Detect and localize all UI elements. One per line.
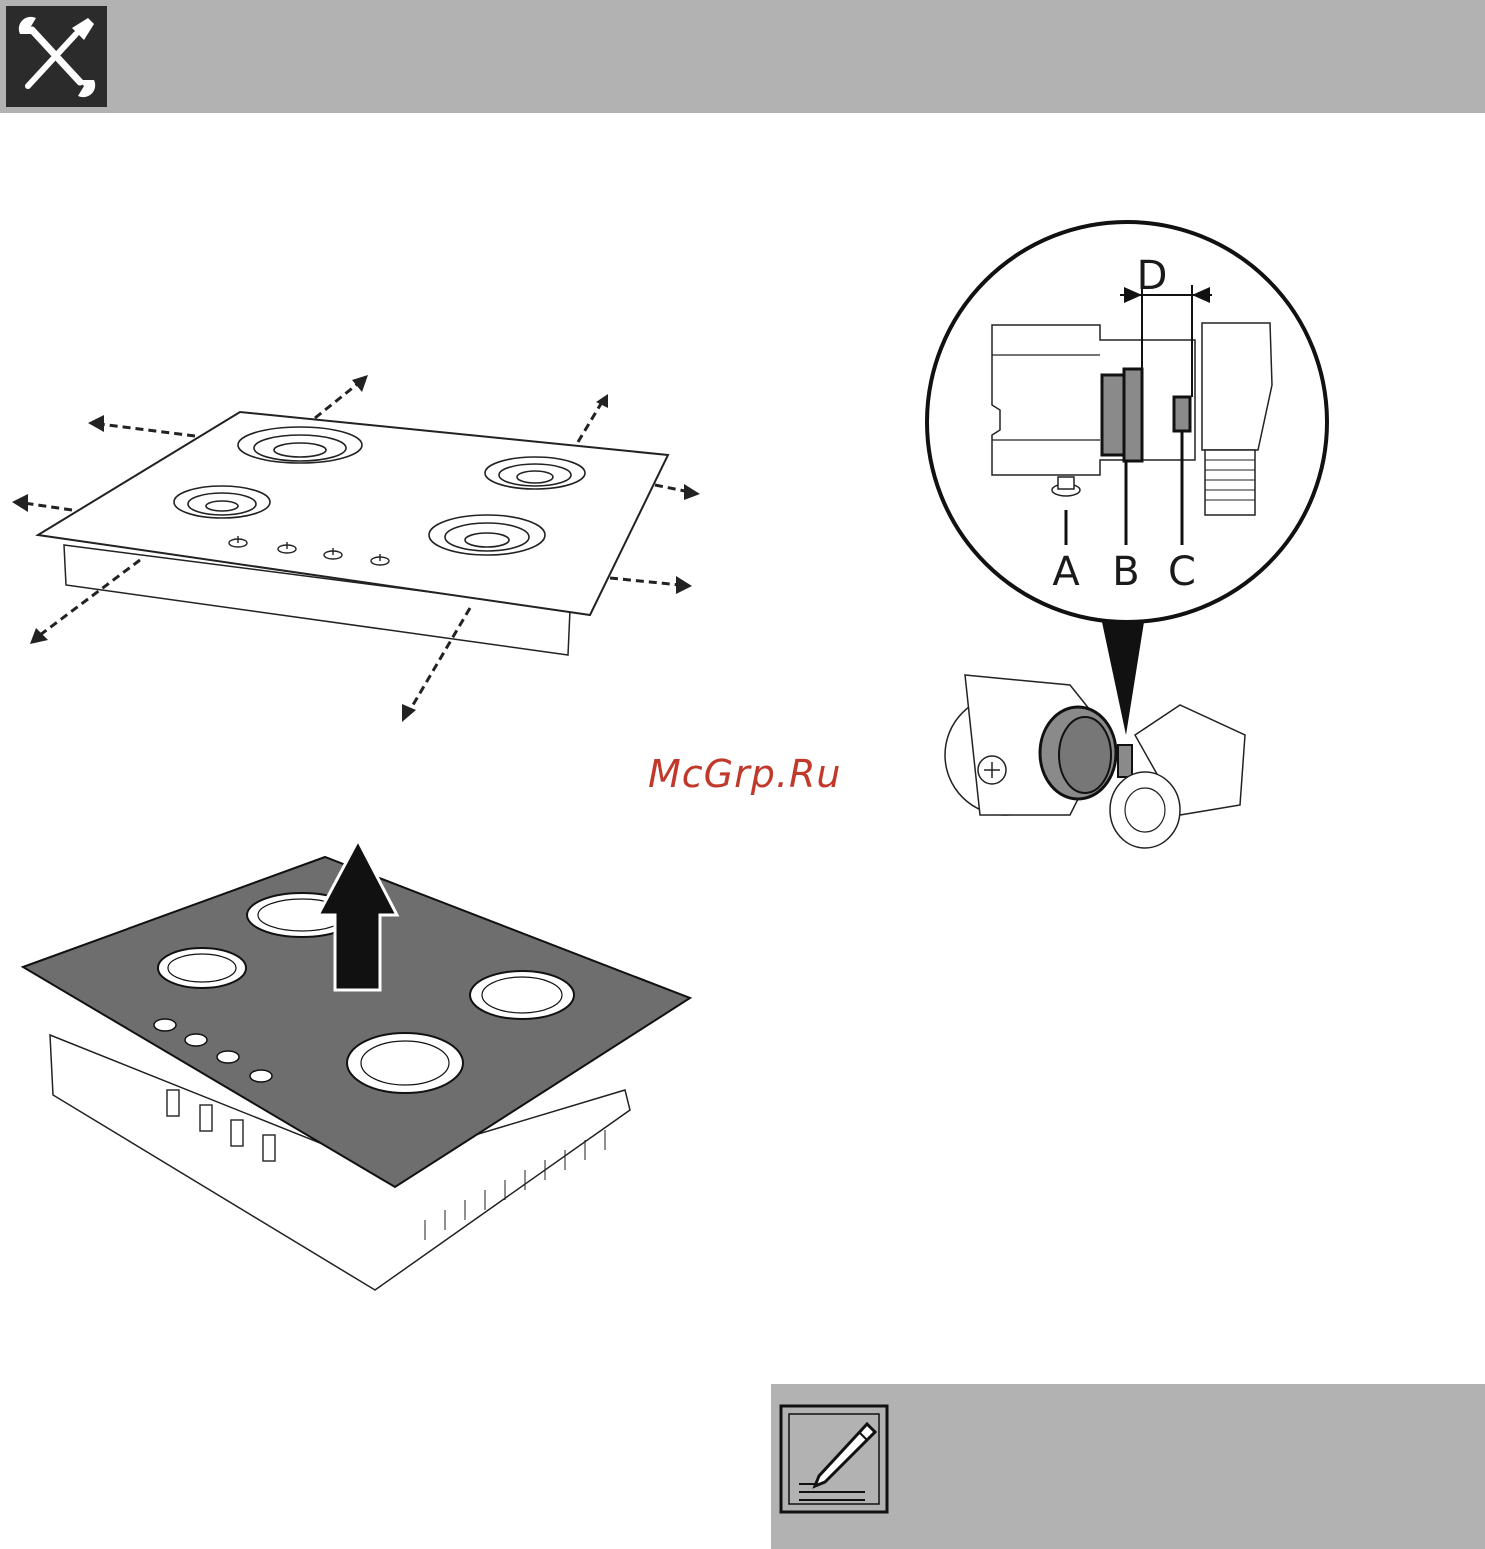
header-bar [0,0,1485,113]
label-b: B [1112,549,1139,595]
label-d: D [1137,253,1168,299]
glass-top-removal-figure [15,835,715,1295]
note-box [771,1384,1485,1549]
injector-detail-figure: D A B C [920,215,1340,865]
watermark-text: McGrp.Ru [648,752,841,796]
label-a: A [1052,549,1080,595]
label-c: C [1168,549,1196,595]
hob-exploded-figure [0,360,720,730]
tools-icon [6,6,107,107]
pencil-note-icon [779,1404,889,1514]
